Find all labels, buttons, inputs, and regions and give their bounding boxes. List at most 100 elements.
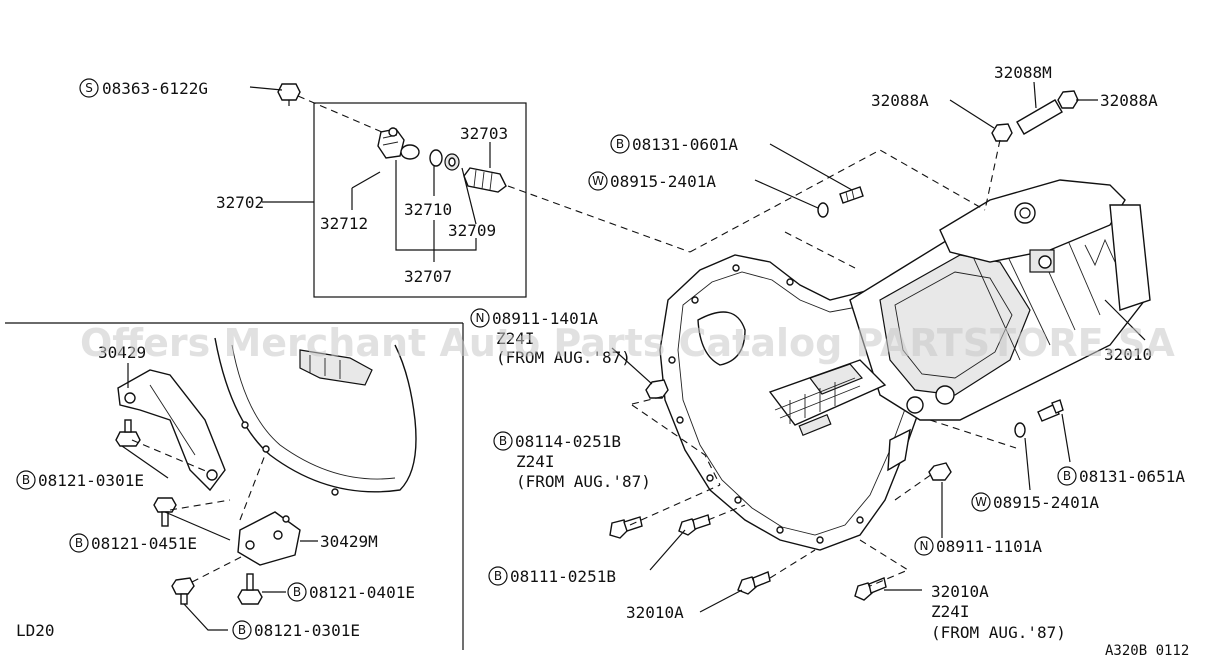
leader-08111 xyxy=(649,529,686,571)
svg-text:B: B xyxy=(75,536,83,550)
speedo-pinion-sleeve-32712[interactable] xyxy=(377,127,405,159)
speedo-pinion-shaft-32703[interactable] xyxy=(463,167,507,193)
label-32010[interactable]: 32010 xyxy=(1104,345,1152,364)
label-08131-0601A[interactable]: 08131-0601A xyxy=(632,135,738,154)
leader-08121-0451E xyxy=(164,511,231,541)
label-32010A-date: (FROM AUG.'87) xyxy=(931,623,1066,642)
symbol-N-08911-1101A: N xyxy=(914,536,934,556)
label-08911-1401A-date: (FROM AUG.'87) xyxy=(496,348,631,367)
bolt-08121-0401E[interactable] xyxy=(237,573,263,605)
label-08915-2401A-top[interactable]: 08915-2401A xyxy=(610,172,716,191)
label-08121-0301E-bottom[interactable]: 08121-0301E xyxy=(254,621,360,640)
speedo-pinion-gear-32709[interactable] xyxy=(444,153,460,171)
nut-32088A-right[interactable] xyxy=(1057,90,1079,109)
bolt-08131-0651A[interactable] xyxy=(1037,399,1064,422)
dash-32010A-right xyxy=(859,539,910,587)
washer-08915-2401A-top[interactable] xyxy=(817,202,829,218)
speedo-pinion-o-ring-32710[interactable] xyxy=(400,144,443,167)
bracket-30429[interactable] xyxy=(117,369,226,492)
label-32010A-right[interactable]: 32010A xyxy=(931,582,989,601)
label-08911-1101A[interactable]: 08911-1101A xyxy=(936,537,1042,556)
bolt-32010A-left[interactable] xyxy=(737,571,771,595)
label-32707[interactable]: 32707 xyxy=(404,267,452,286)
label-08114-0251B-model: Z24I xyxy=(516,452,555,471)
leader-32707 xyxy=(395,160,477,251)
leader-08915-bottom xyxy=(1024,437,1031,491)
symbol-S-08363: S xyxy=(79,78,99,98)
label-08911-1401A[interactable]: 08911-1401A xyxy=(492,309,598,328)
symbol-N-08911-1401A: N xyxy=(470,308,490,328)
dash-30429M xyxy=(239,454,266,521)
dash-08121-0451E xyxy=(169,499,231,511)
svg-text:W: W xyxy=(592,174,604,188)
label-08121-0301E-top[interactable]: 08121-0301E xyxy=(38,471,144,490)
label-32710[interactable]: 32710 xyxy=(404,200,452,219)
svg-text:S: S xyxy=(85,81,93,95)
svg-text:B: B xyxy=(1063,469,1071,483)
leader-08915-top xyxy=(754,179,819,209)
symbol-B-08121-0301E-top: B xyxy=(16,470,36,490)
leader-08121-0301E-bottom xyxy=(183,603,228,631)
label-30429[interactable]: 30429 xyxy=(98,343,146,362)
washer-08915-2401A-bottom[interactable] xyxy=(1014,422,1026,438)
symbol-B-08121-0401E: B xyxy=(287,582,307,602)
nut-08911-1101A[interactable] xyxy=(928,462,952,481)
symbol-W-08915-top: W xyxy=(588,171,608,191)
bolt-08121-0301E-bottom[interactable] xyxy=(171,577,195,605)
dash-08121-0301E-top xyxy=(131,439,209,473)
label-08121-0451E[interactable]: 08121-0451E xyxy=(91,534,197,553)
label-08131-0651A[interactable]: 08131-0651A xyxy=(1079,467,1185,486)
label-08911-1401A-model: Z24I xyxy=(496,329,535,348)
label-32709[interactable]: 32709 xyxy=(448,221,496,240)
bolt-08121-0301E-top[interactable] xyxy=(115,419,141,447)
symbol-B-08131-0651A: B xyxy=(1057,466,1077,486)
bolt-08131-0601A[interactable] xyxy=(839,186,864,204)
label-32088A-right[interactable]: 32088A xyxy=(1100,91,1158,110)
dash-32010A-left xyxy=(769,549,816,579)
svg-text:B: B xyxy=(494,569,502,583)
dash-right-bolt xyxy=(929,419,1017,449)
label-32712[interactable]: 32712 xyxy=(320,214,368,233)
svg-text:B: B xyxy=(22,473,30,487)
bracket-30429M[interactable] xyxy=(237,511,301,566)
svg-text:B: B xyxy=(616,137,624,151)
dash-right-nut xyxy=(894,473,933,501)
nut-08911-1401A[interactable] xyxy=(645,379,669,399)
label-08363-6122G[interactable]: 08363-6122G xyxy=(102,79,208,98)
ld20-bell-housing xyxy=(214,337,417,496)
svg-text:B: B xyxy=(499,434,507,448)
leader-08131-0601A xyxy=(769,143,853,191)
dash-08114 xyxy=(629,484,721,526)
symbol-W-08915-bottom: W xyxy=(971,492,991,512)
diagram-code: A320B 0112 xyxy=(1105,643,1189,659)
leader-08121-0301E-top xyxy=(121,445,169,479)
tube-32088M[interactable] xyxy=(1016,99,1063,135)
leader-08363 xyxy=(249,86,283,91)
dash-left-cover xyxy=(631,404,721,486)
label-30429M[interactable]: 30429M xyxy=(320,532,378,551)
label-32010A-left[interactable]: 32010A xyxy=(626,603,684,622)
leader-08131-0651A xyxy=(1061,413,1071,463)
label-08915-2401A-bottom[interactable]: 08915-2401A xyxy=(993,493,1099,512)
dash-cover-b xyxy=(784,231,856,269)
symbol-B-08121-0451E: B xyxy=(69,533,89,553)
label-08111-0251B[interactable]: 08111-0251B xyxy=(510,567,616,586)
bolt-32010A-right[interactable] xyxy=(854,577,887,601)
symbol-B-08111-0251B: B xyxy=(488,566,508,586)
label-08121-0401E[interactable]: 08121-0401E xyxy=(309,583,415,602)
label-32088M[interactable]: 32088M xyxy=(994,63,1052,82)
label-08114-0251B-date: (FROM AUG.'87) xyxy=(516,472,651,491)
label-32702[interactable]: 32702 xyxy=(216,193,264,212)
label-32703[interactable]: 32703 xyxy=(460,124,508,143)
label-32088A-left[interactable]: 32088A xyxy=(871,91,929,110)
nut-32088A-left[interactable] xyxy=(991,123,1013,142)
label-08114-0251B[interactable]: 08114-0251B xyxy=(515,432,621,451)
bolt-08363-6122G[interactable] xyxy=(277,83,301,106)
svg-text:N: N xyxy=(476,311,485,325)
bolt-08121-0451E[interactable] xyxy=(153,497,177,527)
svg-text:N: N xyxy=(920,539,929,553)
transmission-case-32010[interactable] xyxy=(659,179,1151,551)
bolt-08114-0251B[interactable] xyxy=(609,516,643,539)
dash-cover xyxy=(689,149,986,253)
